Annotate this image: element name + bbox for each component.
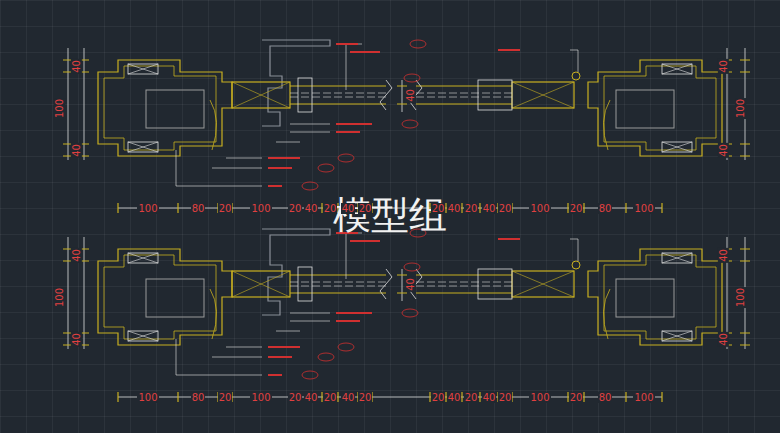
dimension-text: 40 <box>717 332 728 347</box>
dimension-text: 40 <box>70 143 81 158</box>
dimension-text: 20 <box>431 392 446 403</box>
dimension-text: 40 <box>341 392 356 403</box>
dimension-text: 100 <box>55 286 66 307</box>
dimension-text: 80 <box>191 203 206 214</box>
dimension-text: 20 <box>498 392 513 403</box>
dimension-text: 20 <box>358 392 373 403</box>
dimension-text: 40 <box>70 248 81 263</box>
dimension-text: 100 <box>736 286 747 307</box>
dimension-text: 40 <box>70 332 81 347</box>
dimension-text: 40 <box>717 143 728 158</box>
dimension-text: 80 <box>191 392 206 403</box>
dimension-text: 20 <box>323 203 338 214</box>
dimension-text: 20 <box>218 392 233 403</box>
dimension-text: 20 <box>358 203 373 214</box>
dimension-text: 40 <box>70 59 81 74</box>
dimension-text: 20 <box>323 392 338 403</box>
dimension-text: 40 <box>341 203 356 214</box>
dimension-text: 40 <box>482 203 497 214</box>
dimension-text: 40 <box>482 392 497 403</box>
dimension-text: 20 <box>218 203 233 214</box>
dimension-text: 100 <box>529 203 550 214</box>
dimension-text: 20 <box>464 203 479 214</box>
dimension-text: 40 <box>304 392 319 403</box>
dimension-text: 40 <box>447 203 462 214</box>
dimension-text: 40 <box>404 88 415 103</box>
dimension-text: 20 <box>288 203 303 214</box>
dimension-text: 40 <box>447 392 462 403</box>
dimension-text: 80 <box>598 203 613 214</box>
dimension-text: 20 <box>569 392 584 403</box>
dimension-text: 100 <box>250 392 271 403</box>
dimension-text: 100 <box>137 203 158 214</box>
dimension-text: 100 <box>633 203 654 214</box>
dimension-text: 40 <box>717 248 728 263</box>
dimension-text: 40 <box>717 59 728 74</box>
dimension-text: 20 <box>569 203 584 214</box>
dimension-text: 100 <box>137 392 158 403</box>
dimension-text: 100 <box>250 203 271 214</box>
dimension-text: 20 <box>498 203 513 214</box>
dimension-text: 100 <box>633 392 654 403</box>
watermark: 模型组 <box>333 193 447 237</box>
dimension-text: 20 <box>288 392 303 403</box>
dimension-text: 40 <box>404 277 415 292</box>
dimension-text: 20 <box>464 392 479 403</box>
dimension-text: 100 <box>529 392 550 403</box>
dimension-text: 40 <box>304 203 319 214</box>
dimension-text: 20 <box>431 203 446 214</box>
dimension-text: 100 <box>55 97 66 118</box>
dimension-text: 80 <box>598 392 613 403</box>
dimension-text: 100 <box>736 97 747 118</box>
